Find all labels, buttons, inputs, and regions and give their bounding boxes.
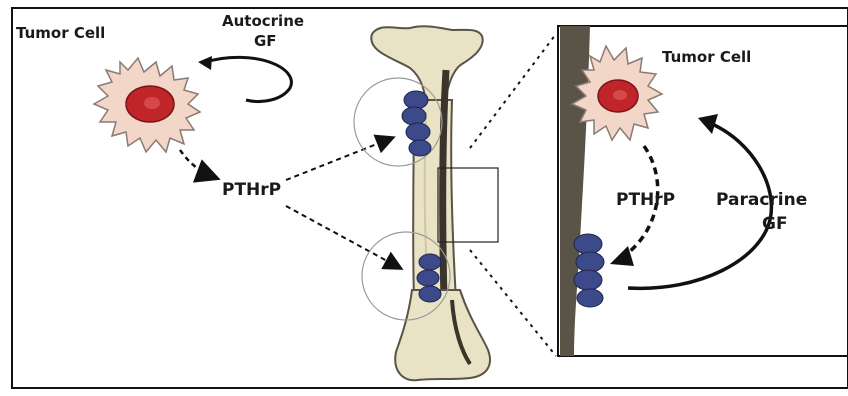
- tumor-cell-right-label: Tumor Cell: [662, 48, 751, 66]
- osteoclast-cluster-lower: [417, 254, 441, 302]
- paracrine-label: Paracrine: [716, 190, 807, 210]
- pthrp-to-lower-site-arrow: [286, 206, 400, 268]
- autocrine-gf-label: GF: [254, 32, 277, 50]
- autocrine-label: Autocrine: [222, 12, 304, 30]
- pthrp-right-label: PTHrP: [616, 190, 675, 210]
- cell-to-pthrp-arrow: [180, 150, 216, 178]
- autocrine-arrow: [205, 57, 291, 101]
- autocrine-arrowhead: [198, 56, 212, 70]
- paracrine-gf-label: GF: [762, 214, 788, 234]
- pthrp-center-label: PTHrP: [222, 180, 281, 200]
- tumor-cell-left: [94, 58, 200, 152]
- zoom-connector-top: [470, 34, 556, 148]
- tumor-cell-left-label: Tumor Cell: [16, 24, 105, 42]
- pthrp-to-upper-site-arrow: [286, 138, 392, 180]
